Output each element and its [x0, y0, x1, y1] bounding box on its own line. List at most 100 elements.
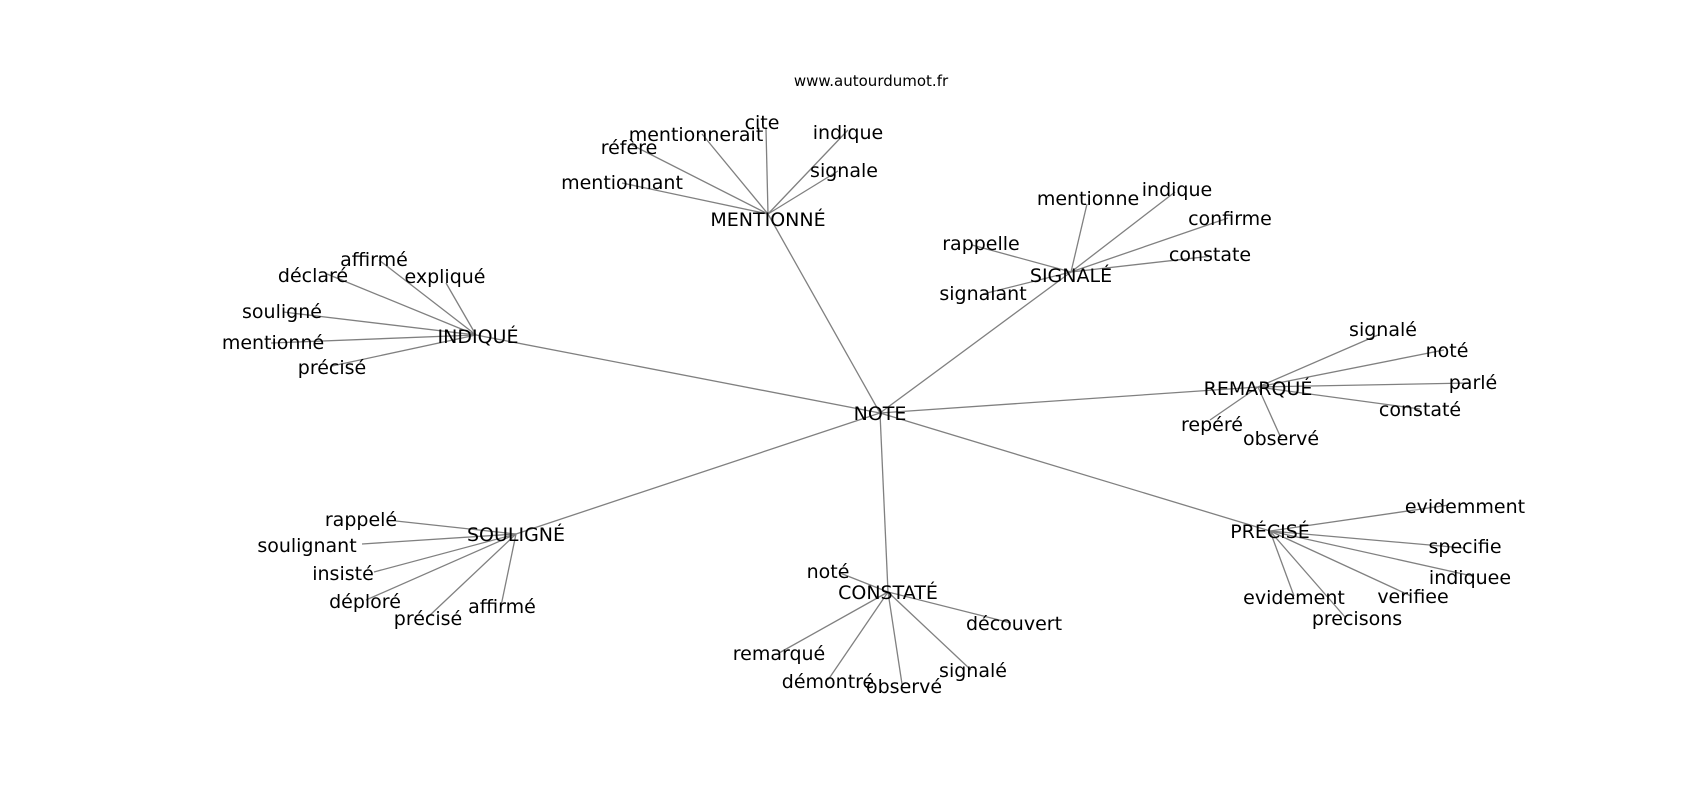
- edge-cluster-to-leaf: [767, 129, 849, 215]
- leaf-node-label: evidemment: [1405, 496, 1525, 518]
- edge-cluster-to-leaf: [1209, 386, 1259, 421]
- leaf-node-label: affirmé: [340, 249, 408, 271]
- leaf-node-label: insisté: [312, 563, 374, 585]
- edge-cluster-to-leaf: [1257, 382, 1471, 388]
- leaf-node-label: observé: [866, 676, 942, 698]
- cluster-node-label: PRÉCISÉ: [1230, 520, 1310, 543]
- edge-cluster-to-leaf: [1269, 530, 1295, 597]
- edge-cluster-to-leaf: [1070, 255, 1213, 273]
- leaf-node-label: indique: [1142, 179, 1212, 201]
- leaf-node-label: expliqué: [404, 266, 485, 288]
- edge-cluster-to-leaf: [331, 334, 477, 367]
- edge-cluster-to-leaf: [982, 271, 1072, 295]
- edge-cluster-to-leaf: [629, 143, 769, 215]
- leaf-node-label: observé: [1243, 428, 1319, 450]
- edge-cluster-to-leaf: [1269, 530, 1346, 618]
- leaf-node-label: indique: [813, 122, 883, 144]
- edge-cluster-to-leaf: [778, 591, 889, 654]
- edge-cluster-to-leaf: [1070, 191, 1176, 273]
- leaf-node-label: cite: [745, 112, 780, 134]
- edge-center-to-cluster: [767, 213, 881, 414]
- leaf-node-label: mentionné: [222, 332, 324, 354]
- edge-cluster-to-leaf: [1070, 203, 1088, 273]
- leaf-node-label: signale: [810, 160, 878, 182]
- leaf-node-label: evidement: [1243, 587, 1345, 609]
- edge-cluster-to-leaf: [887, 591, 972, 671]
- edge-cluster-to-leaf: [395, 520, 517, 535]
- edge-cluster-to-leaf: [1257, 334, 1379, 388]
- edge-cluster-to-leaf: [361, 533, 517, 545]
- cluster-node-label: REMARQUÉ: [1204, 377, 1313, 400]
- edge-cluster-to-leaf: [326, 273, 477, 336]
- leaf-node-label: indiquee: [1429, 567, 1511, 589]
- leaf-node-label: déploré: [329, 591, 401, 613]
- leaf-node-label: constate: [1169, 244, 1251, 266]
- leaf-node-label: constaté: [1379, 399, 1461, 421]
- leaf-node-label: rappelle: [942, 233, 1020, 255]
- leaf-node-label: précisé: [298, 357, 366, 379]
- website-label: www.autourdumot.fr: [793, 72, 949, 90]
- edge-cluster-to-leaf: [1269, 504, 1450, 532]
- edge-cluster-to-leaf: [827, 591, 889, 681]
- leaf-node-label: démontré: [782, 671, 874, 693]
- edge-center-to-cluster: [475, 334, 881, 414]
- edge-cluster-to-leaf: [839, 572, 889, 593]
- leaf-node-label: remarqué: [733, 643, 826, 665]
- edge-center-to-cluster: [879, 412, 1271, 532]
- edge-center-to-cluster: [879, 412, 889, 593]
- cluster-node-label: SIGNALÉ: [1030, 264, 1112, 287]
- center-node-label: NOTE: [854, 403, 907, 425]
- leaf-node-label: précisé: [394, 608, 462, 630]
- edge-cluster-to-leaf: [701, 133, 769, 215]
- edge-center-to-cluster: [879, 386, 1259, 414]
- edge-cluster-to-leaf: [887, 591, 903, 685]
- leaf-node-label: affirmé: [468, 596, 536, 618]
- leaf-node-label: repéré: [1181, 414, 1243, 436]
- leaf-node-label: découvert: [966, 613, 1062, 635]
- edge-cluster-to-leaf: [365, 533, 517, 601]
- leaf-node-label: souligné: [242, 301, 322, 323]
- leaf-node-label: precisons: [1312, 608, 1402, 630]
- edge-cluster-to-leaf: [1257, 349, 1445, 388]
- edge-cluster-to-leaf: [282, 311, 477, 336]
- edge-cluster-to-leaf: [1269, 530, 1465, 549]
- leaf-node-label: signalé: [939, 660, 1007, 682]
- leaf-node-label: signalé: [1349, 319, 1417, 341]
- leaf-node-label: réfère: [601, 137, 658, 159]
- leaf-node-label: noté: [1426, 340, 1469, 362]
- edge-cluster-to-leaf: [500, 533, 517, 607]
- cluster-node-label: CONSTATÉ: [838, 581, 938, 604]
- edge-center-to-cluster: [879, 271, 1072, 414]
- edge-cluster-to-leaf: [427, 533, 517, 618]
- edge-cluster-to-leaf: [971, 244, 1072, 273]
- leaf-node-label: déclaré: [278, 265, 348, 287]
- leaf-node-label: mentionne: [1037, 188, 1139, 210]
- edge-cluster-to-leaf: [445, 282, 477, 336]
- edge-cluster-to-leaf: [378, 259, 477, 336]
- leaf-node-label: noté: [807, 561, 850, 583]
- leaf-node-label: soulignant: [257, 535, 356, 557]
- edge-cluster-to-leaf: [1269, 530, 1473, 577]
- leaf-node-label: rappelé: [325, 509, 397, 531]
- edge-cluster-to-leaf: [621, 182, 769, 215]
- leaf-node-label: mentionnerait: [629, 124, 764, 146]
- edge-cluster-to-leaf: [767, 170, 839, 215]
- cluster-node-label: MENTIONNÉ: [710, 208, 825, 231]
- leaf-node-label: verifiee: [1377, 586, 1448, 608]
- edge-center-to-cluster: [515, 412, 881, 535]
- leaf-node-label: confirme: [1188, 208, 1272, 230]
- leaf-node-label: parlé: [1449, 372, 1497, 394]
- edge-cluster-to-leaf: [1257, 386, 1282, 439]
- cluster-node-label: SOULIGNÉ: [467, 523, 565, 546]
- leaf-node-label: signalant: [939, 283, 1026, 305]
- edge-cluster-to-leaf: [887, 591, 1012, 624]
- leaf-node-label: specifie: [1428, 536, 1501, 558]
- edge-cluster-to-leaf: [270, 334, 477, 344]
- cluster-node-label: INDIQUÉ: [438, 325, 519, 348]
- edges: [270, 128, 1473, 685]
- edge-cluster-to-leaf: [1257, 386, 1421, 410]
- edge-cluster-to-leaf: [1269, 530, 1412, 597]
- edge-cluster-to-leaf: [373, 533, 517, 573]
